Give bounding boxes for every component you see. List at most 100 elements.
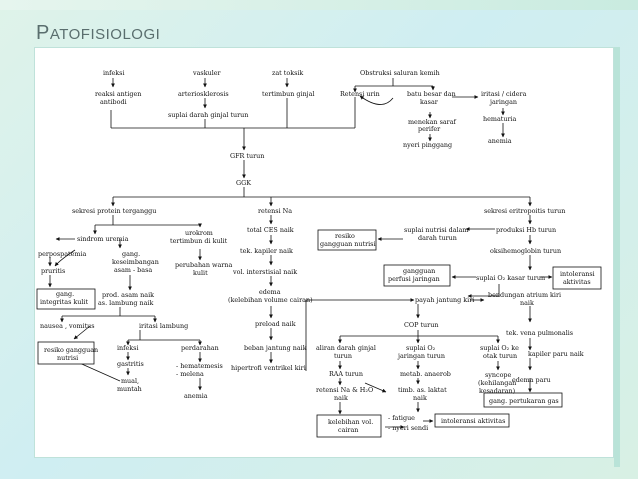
node-produksi-hb: produksi Hb turun bbox=[496, 226, 556, 234]
node-kelebihan-2: cairan bbox=[338, 426, 358, 434]
node-sekresi-protein: sekresi protein terganggu bbox=[72, 207, 156, 215]
node-tek-vena: tek. vena pulmonalis bbox=[506, 329, 573, 337]
node-retensi-na: retensi Na bbox=[258, 207, 292, 215]
box-intoleransi-aktivitas-2 bbox=[434, 413, 510, 428]
node-edema-2: (kelebihan volume cairan) bbox=[228, 296, 313, 304]
node-bendungan-1: bendungan atrium kiri bbox=[488, 291, 561, 299]
box-intoleransi-aktivitas bbox=[552, 266, 602, 290]
node-gang-integ-2: integritas kulit bbox=[40, 298, 88, 306]
node-gangguan-perf-1: gangguan bbox=[403, 267, 435, 275]
node-payah-jantung: payah jantung kiri bbox=[415, 296, 474, 304]
node-as-lambung: as. lambung naik bbox=[98, 299, 153, 307]
node-syncope-3: kesadaran) bbox=[479, 387, 515, 395]
node-suplai-o2-jar-1: suplai O₂ bbox=[406, 344, 436, 352]
node-retensi-urin: Retensi urin bbox=[340, 90, 380, 98]
node-sindrom-uremia: sindrom uremia bbox=[77, 235, 129, 243]
node-aliran-1: aliran darah ginjal bbox=[316, 344, 376, 352]
node-tek-kapiler: tek. kapiler naik bbox=[240, 247, 293, 255]
node-iritasi-lambung: iritasi lambung bbox=[139, 322, 188, 330]
node-gang-integ-1: gang. bbox=[56, 290, 74, 298]
node-cop: COP turun bbox=[404, 321, 438, 329]
problem-boxes bbox=[36, 229, 602, 438]
node-nyeri-sendi: - nyeri sendi bbox=[388, 424, 428, 432]
slide-title: PATOFISIOLOGI bbox=[36, 22, 160, 45]
node-infeksi-2: infeksi bbox=[117, 344, 139, 352]
node-intoleransi-bottom: intoleransi aktivitas bbox=[441, 417, 505, 425]
node-hipertrofi: hipertrofi ventrikel kiri bbox=[231, 364, 306, 372]
node-perpospatemia: perpospatemia bbox=[38, 250, 87, 258]
node-gastritis: gastritis bbox=[117, 360, 144, 368]
box-gang-integritas-kulit bbox=[36, 288, 96, 310]
node-resiko-gn-2: gangguan nutrisi bbox=[320, 240, 376, 248]
node-labels: infeksi vaskuler zat toksik Obstruksi sa… bbox=[38, 69, 595, 434]
node-vaskuler: vaskuler bbox=[192, 69, 222, 77]
node-mual-1: mual, bbox=[121, 377, 139, 385]
node-suplai-nutrisi-2: darah turun bbox=[418, 234, 457, 242]
slide-title-initial: P bbox=[36, 22, 50, 44]
node-reaksi-1: reaksi antigen bbox=[95, 90, 141, 98]
node-reaksi-2: antibodi bbox=[100, 98, 127, 106]
node-ggk: GGK bbox=[236, 179, 251, 187]
node-gang-kes-3: asam - basa bbox=[114, 266, 152, 274]
node-gang-pertukaran: gang. pertukaran gas bbox=[489, 397, 559, 405]
node-tertimbun-ginjal: tertimbun ginjal bbox=[262, 90, 315, 98]
node-suplai-o2-otak-1: suplai O₂ ke bbox=[480, 344, 519, 352]
node-timb-1: timb. as. laktat bbox=[398, 386, 447, 394]
node-raa: RAA turun bbox=[329, 370, 363, 378]
node-prod-asam: prod. asam naik bbox=[102, 291, 154, 299]
node-timb-2: naik bbox=[413, 394, 427, 402]
node-kapiler-paru: kapiler paru naik bbox=[528, 350, 584, 358]
node-batu-1: batu besar dan bbox=[407, 90, 456, 98]
node-melena: - melena bbox=[176, 370, 204, 378]
node-pruritis: pruritis bbox=[41, 267, 65, 275]
box-gang-pertukaran-gas bbox=[483, 392, 563, 408]
node-sekresi-eritropoitis: sekresi eritropoitis turun bbox=[484, 207, 565, 215]
slide-title-rest: ATOFISIOLOGI bbox=[49, 26, 161, 43]
node-suplai-o2-otak-2: otak turun bbox=[483, 352, 517, 360]
node-menekan-1: menekan saraf bbox=[408, 118, 457, 126]
node-beban-jantung: beban jantung naik bbox=[244, 344, 307, 352]
node-preload: preload naik bbox=[255, 320, 296, 328]
diagram-panel bbox=[34, 47, 614, 458]
node-nyeri-pinggang: nyeri pinggang bbox=[403, 141, 452, 149]
node-gang-kes-1: gang. bbox=[122, 250, 140, 258]
node-intoleransi-1: intoleransi bbox=[560, 270, 595, 278]
node-suplai-o2-kasar: suplai O₂ kasar turun bbox=[476, 274, 545, 282]
node-edema-paru: edema paru bbox=[512, 376, 551, 384]
node-urokrom-2: tertimbun di kulit bbox=[170, 237, 228, 245]
box-gangguan-perfusi bbox=[383, 264, 451, 287]
node-edema-1: edema bbox=[259, 288, 281, 296]
node-resiko-gn-b-2: nutrisi bbox=[57, 354, 78, 362]
node-menekan-2: perifer bbox=[418, 125, 441, 133]
node-infeksi: infeksi bbox=[103, 69, 125, 77]
node-anemia-bottom: anemia bbox=[184, 392, 208, 400]
node-gangguan-perf-2: perfusi jaringan bbox=[388, 275, 440, 283]
node-perubahan-2: kulit bbox=[193, 269, 208, 277]
node-kelebihan-1: kelebihan vol. bbox=[328, 418, 373, 426]
node-hematemesis: - hematemesis bbox=[176, 362, 223, 370]
node-resiko-gn-b-1: resiko gangguan bbox=[44, 346, 98, 354]
node-perdarahan: perdarahan bbox=[181, 344, 219, 352]
box-resiko-gangguan-nutrisi bbox=[317, 229, 377, 251]
node-anemia-top: anemia bbox=[488, 137, 512, 145]
node-perubahan-1: perubahan warna bbox=[175, 261, 232, 269]
top-accent-bar bbox=[0, 0, 638, 10]
box-kelebihan-vol-cairan bbox=[316, 414, 382, 438]
right-accent-bar bbox=[614, 47, 620, 467]
node-suplai-darah-ginjal: suplai darah ginjal turun bbox=[168, 111, 248, 119]
node-mual-2: muntah bbox=[117, 385, 142, 393]
node-resiko-gn-1: resiko bbox=[335, 232, 355, 240]
node-intoleransi-2: aktivitas bbox=[563, 278, 591, 286]
node-obstruksi: Obstruksi saluran kemih bbox=[360, 69, 440, 77]
node-metab: metab. anaerob bbox=[400, 370, 451, 378]
node-fatigue: - fatigue bbox=[388, 414, 415, 422]
node-bendungan-2: naik bbox=[520, 299, 534, 307]
node-retensi-na-h2o-2: naik bbox=[334, 394, 348, 402]
node-gang-kes-2: keseimbangan bbox=[112, 258, 159, 266]
node-hematuria: hematuria bbox=[483, 115, 517, 123]
node-oksihemoglobin: oksihemoglobin turun bbox=[490, 247, 561, 255]
node-suplai-o2-jar-2: jaringan turun bbox=[397, 352, 445, 360]
node-total-ces: total CES naik bbox=[247, 226, 294, 234]
node-suplai-nutrisi-1: suplai nutrisi dalam bbox=[404, 226, 468, 234]
